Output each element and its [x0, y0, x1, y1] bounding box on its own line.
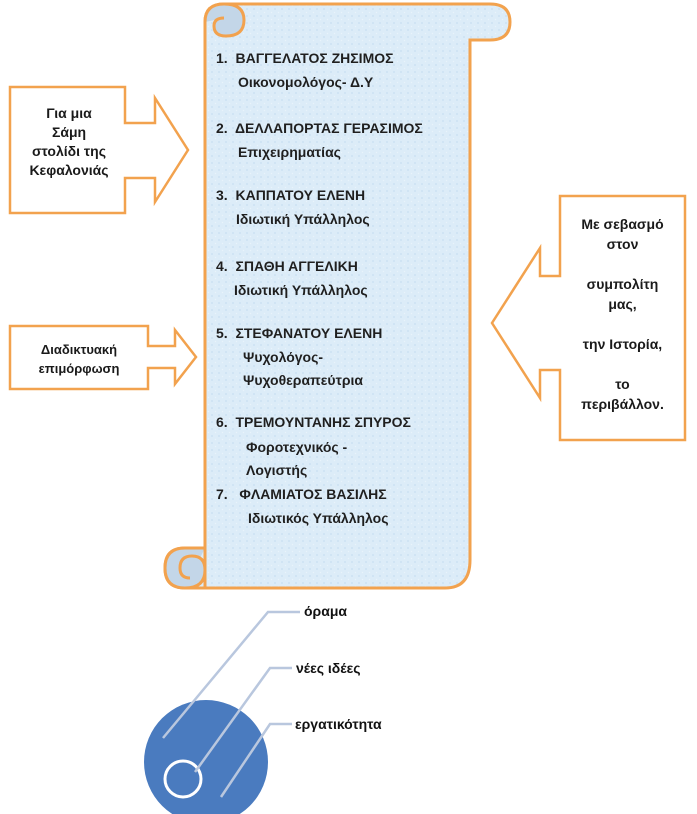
member-1-role: Οικονομολόγος- Δ.Υ	[238, 74, 374, 90]
member-6-role-line2: Λογιστής	[246, 462, 308, 478]
member-7-name: 7. ΦΛΑΜΙΑΤΟΣ ΒΑΣΙΛΗΣ	[216, 486, 387, 502]
member-4-role: Ιδιωτική Υπάλληλος	[234, 282, 368, 298]
leader-line-work	[219, 722, 292, 798]
member-4-name: 4. ΣΠΑΘΗ ΑΓΓΕΛΙΚΗ	[216, 258, 358, 274]
member-2-role: Επιχειρηματίας	[238, 144, 341, 160]
member-2-name: 2. ΔΕΛΛΑΠΟΡΤΑΣ ΓΕΡΑΣΙΜΟΣ	[216, 120, 423, 136]
label-vision: όραμα	[304, 603, 347, 619]
samos-callout-text: Για μια Σάμη στολίδι της Κεφαλονιάς	[29, 105, 109, 178]
member-7-role: Ιδιωτικός Υπάλληλος	[248, 510, 389, 526]
label-work-ethic: εργατικότητα	[295, 716, 382, 732]
member-5-role-line2: Ψυχοθεραπεύτρια	[243, 372, 363, 388]
member-6-role: Φοροτεχνικός -	[246, 439, 348, 455]
leader-line-vision	[162, 610, 300, 739]
member-6-name: 6. ΤΡΕΜΟΥΝΤΑΝΗΣ ΣΠΥΡΟΣ	[216, 414, 411, 430]
member-5-role: Ψυχολόγος-	[243, 349, 324, 365]
member-3-role: Ιδιωτική Υπάλληλος	[236, 211, 370, 227]
label-new-ideas: νέες ιδέες	[296, 660, 361, 676]
member-5-name: 5. ΣΤΕΦΑΝΑΤΟΥ ΕΛΕΝΗ	[216, 325, 383, 341]
member-3-name: 3. ΚΑΠΠΑΤΟΥ ΕΛΕΝΗ	[216, 187, 366, 203]
leader-line-new-ideas	[193, 666, 292, 773]
disc-ring	[163, 759, 203, 799]
member-1-name: 1. ΒΑΓΓΕΛΑΤΟΣ ΖΗΣΙΜΟΣ	[216, 50, 394, 66]
respect-callout-text: Με σεβασμό στον συμπολίτη μας, την Ιστορ…	[581, 216, 664, 412]
online-callout-text: Διαδικτυακή επιμόρφωση	[38, 342, 120, 376]
